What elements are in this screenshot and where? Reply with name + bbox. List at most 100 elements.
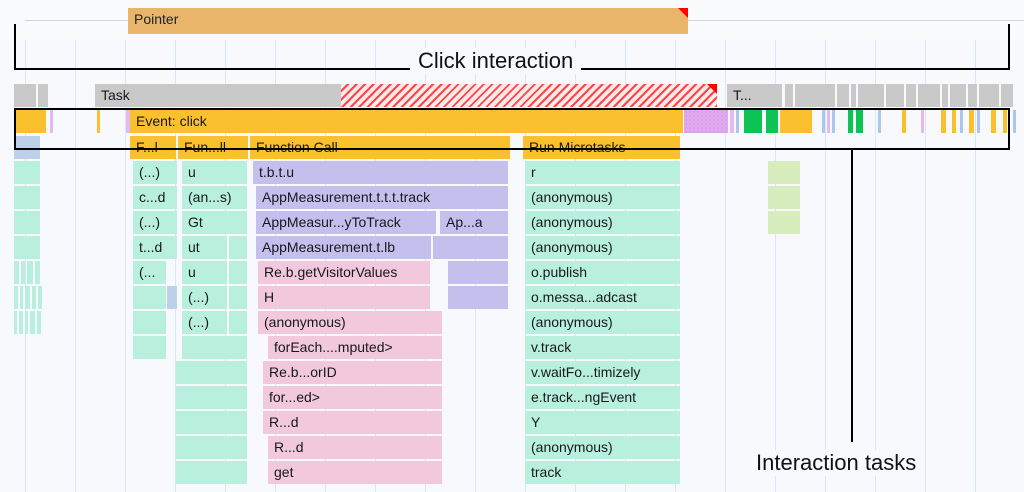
event-block-green-d[interactable] — [856, 110, 863, 133]
call-stack-block[interactable]: AppMeasur...yToTrack — [256, 211, 436, 234]
call-stack-block[interactable]: AppMeasurement.t.t.t.track — [256, 186, 508, 209]
call-stack-block[interactable]: u — [182, 261, 227, 284]
call-stack-sliver[interactable] — [25, 286, 30, 309]
call-stack-block-unlabeled[interactable] — [448, 261, 508, 284]
call-stack-block[interactable]: v.track — [525, 336, 680, 359]
call-stack-block[interactable]: e.track...ngEvent — [525, 386, 680, 409]
event-block-blue-a[interactable] — [736, 110, 739, 133]
task-block-run-1[interactable] — [785, 84, 793, 107]
call-stack-block[interactable]: (anonymous) — [525, 236, 680, 259]
call-stack-block[interactable]: (...) — [133, 211, 177, 234]
task-block-run-11[interactable] — [968, 84, 977, 107]
call-stack-block[interactable]: Re.b...orID — [263, 361, 442, 384]
call-stack-block-unlabeled[interactable] — [229, 261, 247, 284]
call-stack-sliver[interactable] — [20, 286, 23, 309]
task-block-main-tail[interactable] — [245, 84, 341, 107]
event-block-amber-b[interactable] — [902, 110, 906, 133]
call-stack-sliver[interactable] — [38, 286, 42, 309]
call-stack-block[interactable]: t...d — [133, 236, 177, 259]
call-stack-block[interactable]: R...d — [263, 411, 442, 434]
call-stack-block[interactable]: (...) — [133, 161, 177, 184]
call-stack-sliver[interactable] — [37, 311, 41, 334]
call-stack-block-unlabeled[interactable] — [176, 411, 247, 434]
call-stack-sliver[interactable] — [14, 311, 17, 334]
call-stack-block[interactable]: c...d — [133, 186, 177, 209]
call-stack-block-unlabeled[interactable] — [229, 236, 247, 259]
event-block-amber-e[interactable] — [969, 110, 974, 133]
call-stack-block[interactable]: track — [525, 461, 680, 484]
task-block-main[interactable]: Task — [95, 84, 245, 107]
call-stack-sliver[interactable] — [21, 261, 25, 284]
call-stack-block[interactable]: (... — [133, 261, 166, 284]
call-stack-block-unlabeled[interactable] — [433, 236, 508, 259]
call-stack-block[interactable]: get — [268, 461, 442, 484]
task-block-secondary[interactable]: T... — [727, 84, 782, 107]
call-stack-sliver[interactable] — [27, 261, 33, 284]
call-stack-block[interactable]: (...) — [182, 311, 227, 334]
call-stack-block-unlabeled[interactable] — [229, 311, 247, 334]
long-task-hatched-region[interactable] — [341, 84, 717, 107]
call-stack-block[interactable]: Run Microtasks — [523, 136, 680, 159]
event-block-amber-a[interactable] — [97, 110, 100, 133]
event-click-block[interactable]: Event: click — [130, 110, 683, 133]
call-stack-block-unlabeled[interactable] — [167, 286, 177, 309]
call-stack-block[interactable]: (anonymous) — [525, 311, 680, 334]
call-stack-block[interactable]: R...d — [268, 436, 442, 459]
call-stack-block[interactable]: (anonymous) — [525, 186, 680, 209]
event-block-lilac-d[interactable] — [827, 110, 830, 133]
event-block-blue-d[interactable] — [878, 110, 881, 133]
call-stack-block[interactable]: o.messa...adcast — [525, 286, 680, 309]
event-block-amber-d[interactable] — [952, 110, 956, 133]
call-stack-sliver[interactable] — [14, 286, 18, 309]
call-stack-block-unlabeled[interactable] — [768, 186, 800, 209]
call-stack-block[interactable]: (...) — [182, 286, 227, 309]
task-block-run-9[interactable] — [942, 84, 948, 107]
call-stack-block[interactable]: Re.b.getVisitorValues — [258, 261, 430, 284]
call-stack-block-unlabeled[interactable] — [448, 286, 508, 309]
call-stack-block[interactable]: Fun...ll — [178, 136, 248, 159]
call-stack-block-unlabeled[interactable] — [133, 311, 166, 334]
call-stack-block-unlabeled[interactable] — [176, 461, 247, 484]
call-stack-block[interactable]: Y — [525, 411, 680, 434]
task-block-run-12[interactable] — [979, 84, 999, 107]
task-block-run-3[interactable] — [837, 84, 849, 107]
call-stack-block[interactable]: t.b.t.u — [253, 161, 508, 184]
call-stack-block[interactable]: (an...s) — [182, 186, 247, 209]
call-stack-sliver[interactable] — [30, 311, 35, 334]
task-block-run-6[interactable] — [886, 84, 904, 107]
call-stack-block-unlabeled[interactable] — [133, 286, 166, 309]
call-stack-sliver[interactable] — [25, 311, 28, 334]
call-stack-block[interactable]: Function Call — [250, 136, 510, 159]
event-block-blue-f[interactable] — [977, 110, 980, 133]
call-stack-block[interactable]: u — [182, 161, 247, 184]
task-block-tiny-b[interactable] — [38, 84, 48, 107]
call-stack-block[interactable]: Gt — [182, 211, 247, 234]
call-stack-sliver[interactable] — [14, 261, 19, 284]
task-block-run-7[interactable] — [906, 84, 916, 107]
call-stack-block-unlabeled[interactable] — [768, 161, 800, 184]
task-block-run-10[interactable] — [950, 84, 966, 107]
task-block-run-13[interactable] — [1001, 84, 1013, 107]
call-stack-block-unlabeled[interactable] — [176, 436, 247, 459]
call-stack-sliver[interactable] — [14, 211, 40, 234]
event-block-tail[interactable] — [780, 110, 812, 133]
event-block-lead[interactable] — [14, 110, 46, 133]
event-block-blue-b[interactable] — [822, 110, 825, 133]
call-stack-sliver[interactable] — [14, 186, 40, 209]
call-stack-block[interactable]: for...ed> — [263, 386, 442, 409]
call-stack-sliver[interactable] — [14, 236, 40, 259]
event-block-green-c[interactable] — [848, 110, 853, 133]
call-stack-block[interactable]: H — [258, 286, 430, 309]
call-stack-block[interactable]: (anonymous) — [258, 311, 442, 334]
call-stack-sliver[interactable] — [14, 161, 40, 184]
call-stack-block[interactable]: Ap...a — [440, 211, 508, 234]
call-stack-block[interactable]: forEach....mputed> — [268, 336, 442, 359]
pointer-interaction-bar[interactable]: Pointer — [128, 8, 688, 34]
event-block-lilac-b[interactable] — [126, 110, 130, 133]
call-stack-block-unlabeled[interactable] — [229, 286, 247, 309]
event-block-lilac-a[interactable] — [50, 110, 53, 133]
task-block-run-4[interactable] — [851, 84, 856, 107]
call-stack-block[interactable]: v.waitFo...timizely — [525, 361, 680, 384]
event-block-amber-f[interactable] — [991, 110, 996, 133]
call-stack-sliver[interactable] — [19, 311, 23, 334]
